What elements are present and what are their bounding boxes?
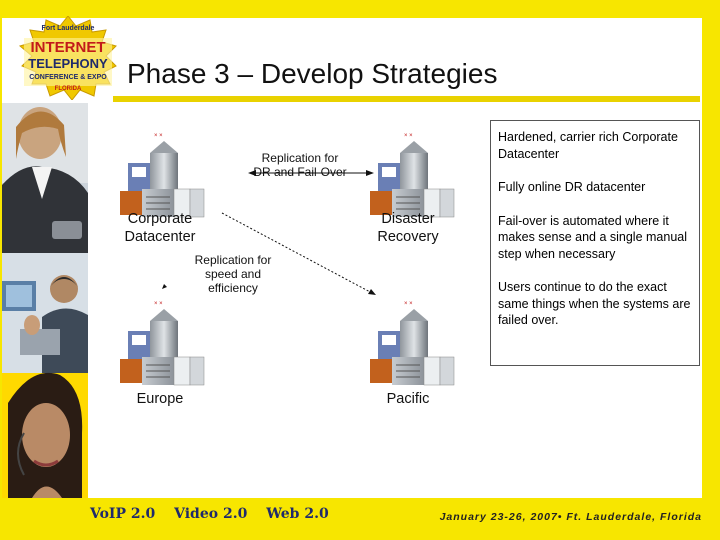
node-label-line: Datacenter: [124, 229, 196, 245]
note-line: efficiency: [208, 281, 258, 295]
footer-tag: VoIP 2.0: [90, 506, 156, 522]
notes-textbox: Hardened, carrier rich Corporate Datacen…: [490, 120, 700, 366]
node-label-line: Disaster: [381, 211, 435, 227]
node-label-europe: Europe: [112, 390, 208, 408]
note-item: Fully online DR datacenter: [498, 180, 646, 194]
server-icon-pacific: [369, 300, 455, 386]
node-label-corporate: Corporate Datacenter: [112, 210, 208, 246]
node-label-line: Europe: [136, 391, 184, 407]
note-line: speed and: [204, 267, 262, 281]
node-label-line: Pacific: [386, 391, 430, 407]
photo-strip: [2, 103, 88, 498]
note-item: Hardened, carrier rich Corporate Datacen…: [498, 130, 678, 161]
server-icon-europe: [119, 300, 205, 386]
logo-top-text: Fort Lauderdale: [42, 25, 95, 32]
footer-tag: Video 2.0: [174, 506, 248, 522]
logo-line3: CONFERENCE & EXPO: [29, 74, 107, 81]
note-speed-replication: Replication for speed and efficiency: [180, 253, 286, 295]
server-icon-dr: [369, 132, 455, 218]
node-label-line: Recovery: [377, 229, 439, 245]
note-line: Replication for: [261, 151, 339, 165]
conference-logo: Fort Lauderdale INTERNET TELEPHONY CONFE…: [18, 16, 117, 100]
logo-line4: FLORIDA: [55, 86, 82, 92]
footer-dates: January 23-26, 2007• Ft. Lauderdale, Flo…: [439, 511, 702, 523]
note-item: Users continue to do the exact same thin…: [498, 280, 691, 327]
node-label-dr: Disaster Recovery: [362, 210, 454, 246]
logo-line2: TELEPHONY: [28, 56, 108, 71]
page-title: Phase 3 – Develop Strategies: [127, 58, 498, 89]
photo-man-laptop: [2, 253, 88, 373]
title-underline: [113, 96, 700, 102]
logo-line1: INTERNET: [31, 39, 106, 56]
photo-businesswoman: [2, 103, 88, 253]
node-label-pacific: Pacific: [362, 390, 454, 408]
note-dr-replication: Replication for DR and Fail-Over: [240, 151, 360, 179]
right-border: [702, 0, 720, 540]
note-line: DR and Fail-Over: [253, 165, 347, 179]
speed-replication-arrow: [221, 212, 373, 294]
photo-woman-headset: [2, 372, 88, 498]
note-line: Replication for: [194, 253, 272, 267]
top-border: [0, 0, 720, 18]
footer-tags: VoIP 2.0 Video 2.0 Web 2.0: [90, 506, 343, 522]
server-icon-corporate: [119, 132, 205, 218]
node-label-line: Corporate: [127, 211, 193, 227]
note-item: Fail-over is automated where it makes se…: [498, 213, 688, 261]
footer-tag: Web 2.0: [266, 506, 329, 522]
network-diagram: × ×: [119, 132, 455, 386]
